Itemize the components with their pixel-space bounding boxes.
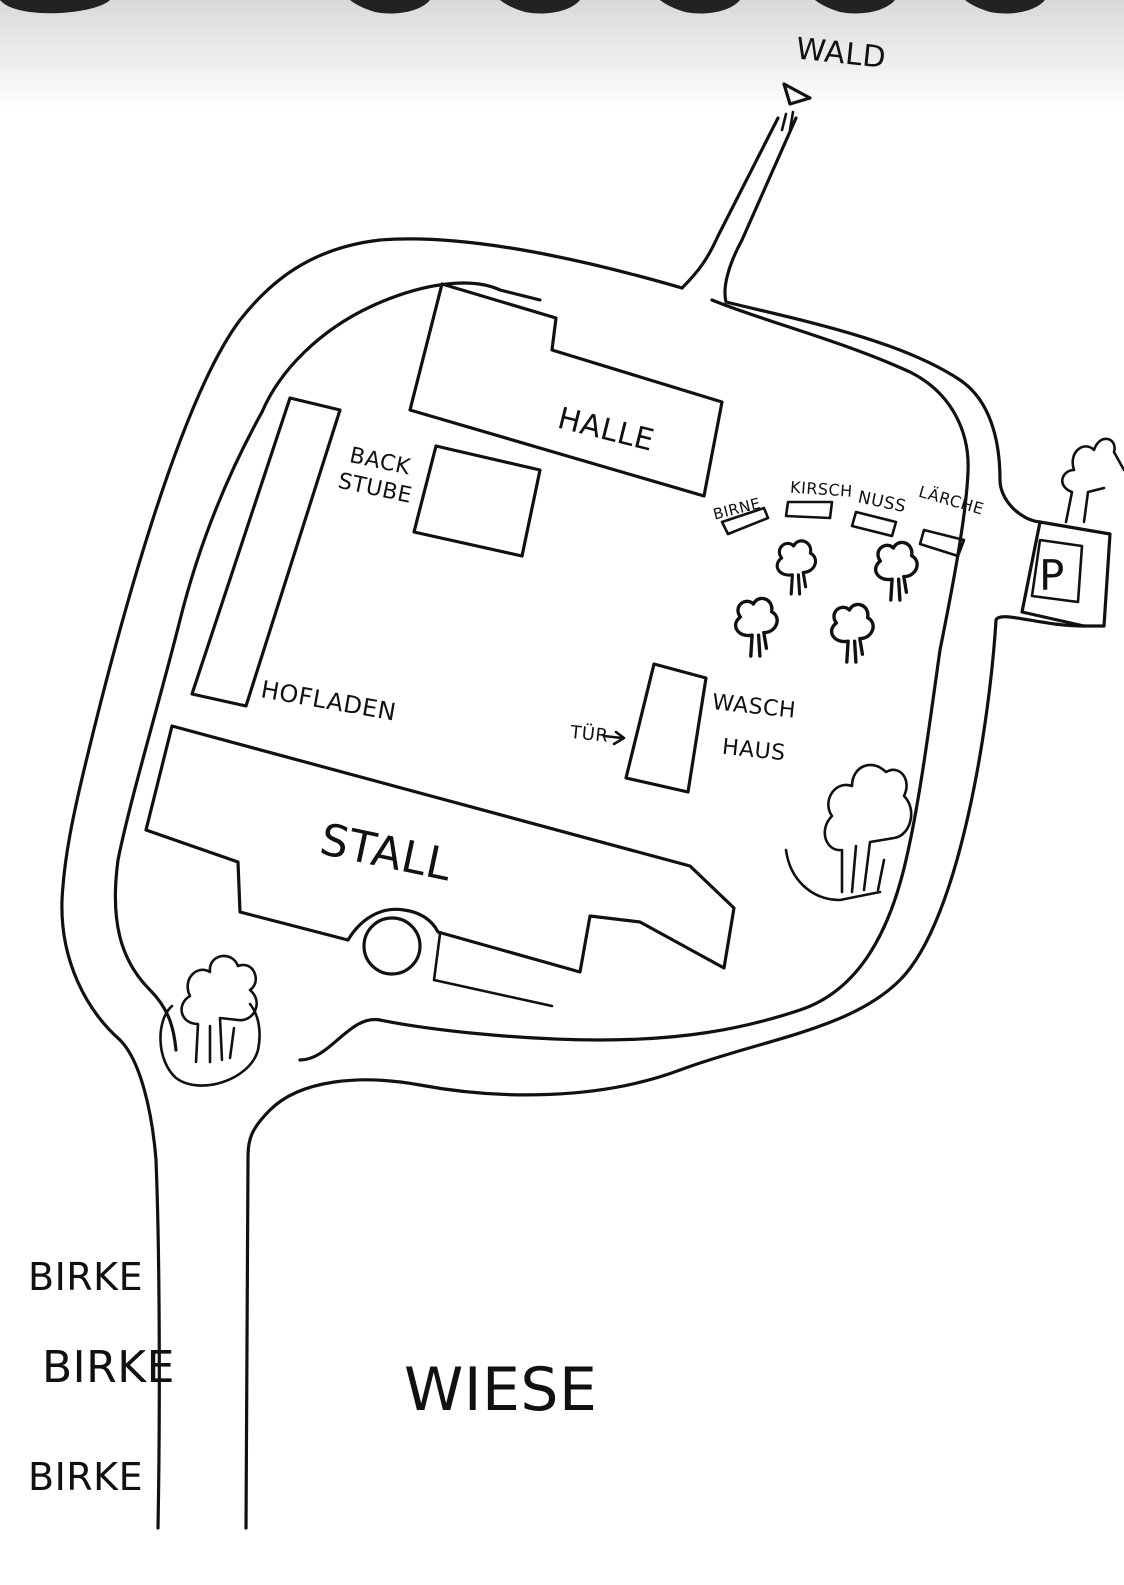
tree-icon xyxy=(733,596,779,658)
tree-icon xyxy=(1061,437,1124,524)
birke-label-1: BIRKE xyxy=(28,1255,143,1299)
waschhaus-building: TÜR WASCH HAUS xyxy=(568,662,797,794)
tree-icon xyxy=(775,539,818,596)
laerche-label: LÄRCHE xyxy=(917,482,987,519)
birne-label: BIRNE xyxy=(711,494,762,523)
tree-icon xyxy=(873,540,919,602)
tree-icon xyxy=(159,954,261,1087)
tree-icon xyxy=(784,763,913,902)
top-dark-shapes xyxy=(0,0,1045,14)
halle-building: HALLE xyxy=(408,282,724,498)
wasch-label: WASCH xyxy=(711,690,797,724)
stall-building: STALL xyxy=(144,724,736,1008)
hofladen-label: HOFLADEN xyxy=(259,675,398,726)
wald-arrow-icon xyxy=(782,82,812,106)
silo xyxy=(362,916,422,976)
kirsch-label: KIRSCH xyxy=(789,477,853,500)
ring-road xyxy=(60,237,1086,1530)
tuer-label: TÜR xyxy=(568,721,609,747)
haus-label: HAUS xyxy=(721,735,787,767)
arrow-right-icon xyxy=(602,730,626,746)
tree-sign-row: BIRNE KIRSCH NUSS LÄRCHE xyxy=(711,477,987,558)
backstube-building: BACK STUBE xyxy=(336,443,542,558)
wiese-label: WIESE xyxy=(404,1355,597,1425)
parking-label: P xyxy=(1039,551,1065,600)
tree-icon xyxy=(829,602,875,664)
parking-area: P xyxy=(1020,520,1112,628)
road-to-wald xyxy=(680,82,812,304)
stall-label: STALL xyxy=(316,814,457,892)
birke-label-3: BIRKE xyxy=(28,1455,143,1499)
top-fade xyxy=(0,0,1124,110)
halle-label: HALLE xyxy=(554,401,658,459)
birke-label-2: BIRKE xyxy=(42,1342,175,1393)
